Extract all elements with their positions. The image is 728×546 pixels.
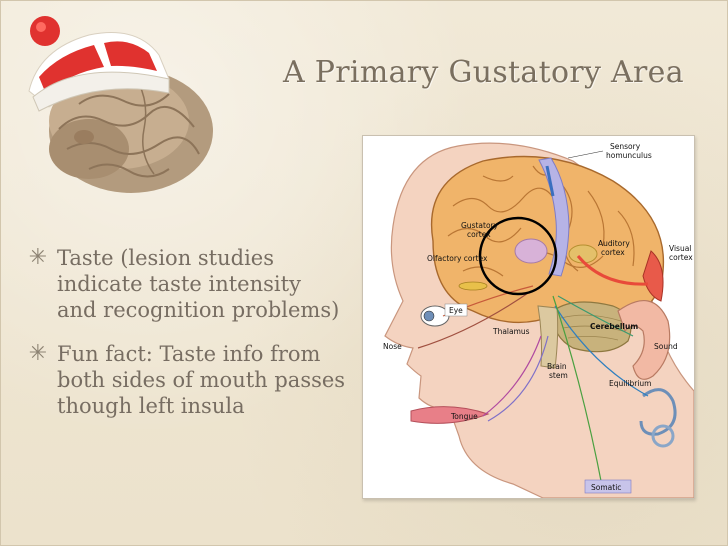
slide-title: A Primary Gustatory Area bbox=[283, 55, 684, 90]
asterisk-bullet-icon: ✳ bbox=[28, 245, 48, 270]
label-equilibrium: Equilibrium bbox=[609, 379, 652, 388]
label-somatic: Somatic bbox=[591, 483, 621, 492]
brain-diagram-svg: Sensory homunculus Gustatory cortex Audi… bbox=[383, 142, 694, 498]
striped-hat-icon bbox=[28, 16, 170, 112]
olfactory-bulb bbox=[458, 281, 488, 291]
bullet-item-taste: ✳ Taste (lesion studies indicate taste i… bbox=[27, 245, 347, 323]
cerebellum-shape bbox=[552, 301, 632, 353]
label-auditory: Auditory bbox=[598, 239, 630, 248]
label-sound: Sound bbox=[654, 342, 678, 351]
label-thalamus: Thalamus bbox=[492, 327, 530, 336]
label-brain: Brain bbox=[547, 362, 567, 371]
label-gustatory: Gustatory bbox=[461, 221, 499, 230]
brain-icon bbox=[49, 69, 213, 193]
sensory-brain-diagram: Sensory homunculus Gustatory cortex Audi… bbox=[362, 135, 695, 499]
inner-ear-icon bbox=[639, 388, 677, 448]
label-tongue: Tongue bbox=[450, 412, 478, 421]
tongue-shape bbox=[410, 406, 490, 424]
label-olfactory: Olfactory cortex bbox=[427, 254, 488, 263]
brain-with-hat-illustration bbox=[28, 16, 213, 193]
label-visual-cortex: cortex bbox=[669, 253, 693, 262]
label-cerebellum: Cerebellum bbox=[590, 322, 638, 331]
label-auditory-cortex: cortex bbox=[601, 248, 625, 257]
bullet-list: ✳ Taste (lesion studies indicate taste i… bbox=[27, 245, 347, 437]
label-nose: Nose bbox=[383, 342, 402, 351]
label-sensory: Sensory bbox=[610, 142, 641, 151]
label-homunculus: homunculus bbox=[606, 151, 652, 160]
asterisk-bullet-icon: ✳ bbox=[28, 341, 48, 366]
label-visual: Visual bbox=[669, 244, 691, 253]
bullet-text: Taste (lesion studies indicate taste int… bbox=[57, 246, 340, 322]
bullet-text: Fun fact: Taste info from both sides of … bbox=[57, 342, 346, 418]
gustatory-region bbox=[514, 238, 548, 264]
bullet-item-fun-fact: ✳ Fun fact: Taste info from both sides o… bbox=[27, 341, 347, 419]
gustatory-highlight-circle bbox=[478, 216, 558, 296]
label-gustatory-cortex: cortex bbox=[467, 230, 491, 239]
label-eye: Eye bbox=[449, 306, 463, 315]
label-stem: stem bbox=[549, 371, 568, 380]
ear-shape bbox=[617, 300, 671, 380]
